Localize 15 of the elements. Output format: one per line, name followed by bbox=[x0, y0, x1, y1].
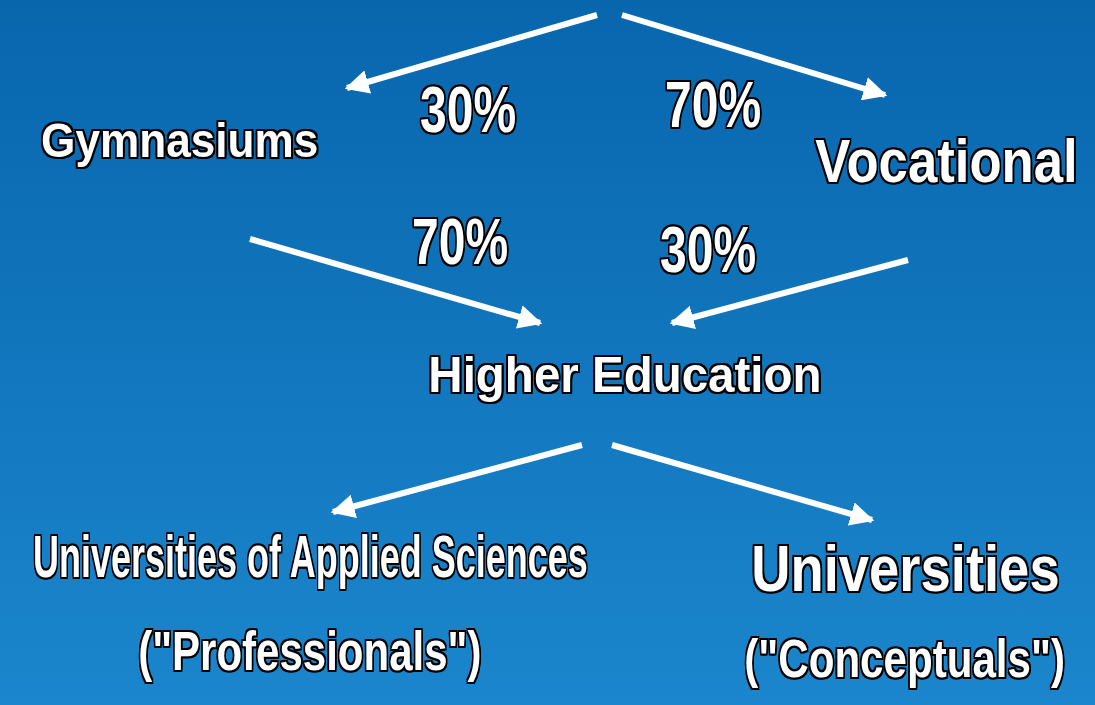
node-label: Universities bbox=[750, 537, 1060, 601]
node-label: Gymnasiums bbox=[40, 117, 319, 165]
edge-label: 70% bbox=[412, 210, 509, 274]
arrow bbox=[330, 442, 583, 518]
arrow bbox=[611, 442, 875, 526]
arrow bbox=[621, 12, 888, 101]
node-label: Higher Education bbox=[428, 350, 822, 400]
edge-label: 30% bbox=[420, 78, 517, 142]
arrow bbox=[344, 12, 598, 94]
node-label: Universities of Applied Sciences bbox=[32, 527, 588, 587]
arrow bbox=[249, 236, 543, 329]
node-label: Vocational bbox=[814, 130, 1078, 192]
arrow bbox=[669, 257, 909, 329]
edge-label: 30% bbox=[660, 218, 757, 282]
edge-label: 70% bbox=[665, 73, 762, 137]
